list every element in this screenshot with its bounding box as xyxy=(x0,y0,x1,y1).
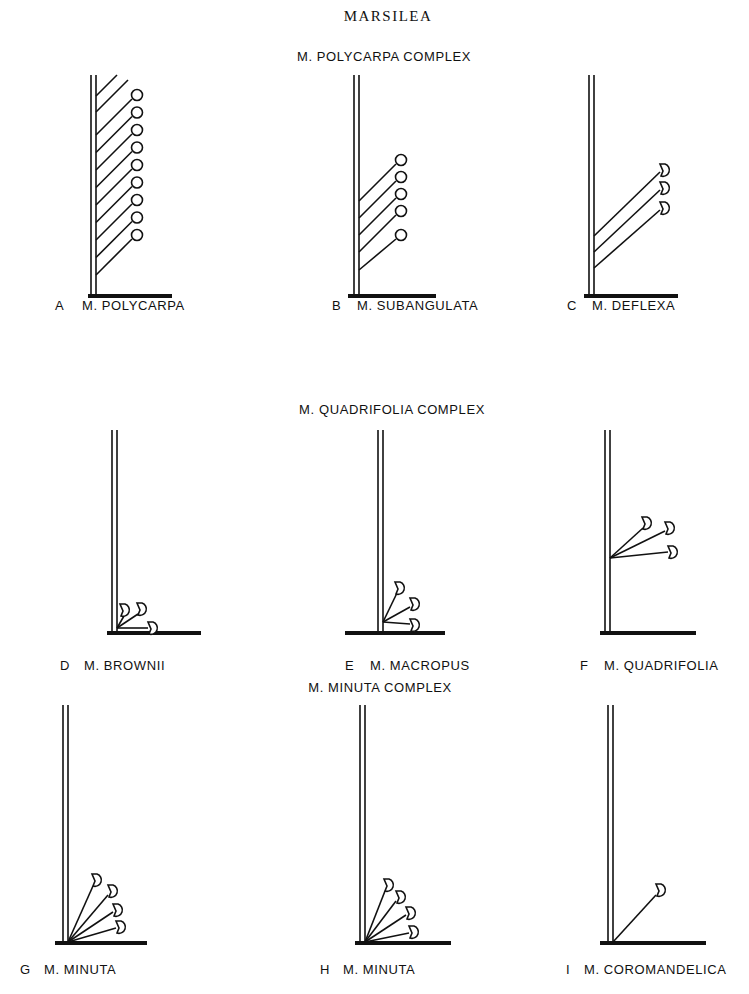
species-name: M. DEFLEXA xyxy=(592,298,675,314)
panel-letter: E xyxy=(345,658,354,674)
panel-letter: A xyxy=(55,298,64,314)
plant-a xyxy=(88,75,172,298)
species-name: M. MINUTA xyxy=(343,962,415,978)
plant-c xyxy=(584,75,678,298)
plant-h xyxy=(355,705,451,945)
plant-b xyxy=(348,75,436,298)
species-name: M. POLYCARPA xyxy=(82,298,185,314)
species-name: M. MINUTA xyxy=(44,962,116,978)
panel-letter: I xyxy=(566,962,570,978)
plant-g xyxy=(55,705,147,945)
species-name: M. SUBANGULATA xyxy=(357,298,478,314)
species-name: M. COROMANDELICA xyxy=(584,962,727,978)
species-name: M. BROWNII xyxy=(84,658,165,674)
panel-letter: D xyxy=(60,658,70,674)
title: MARSILEA xyxy=(344,8,433,25)
plant-i xyxy=(600,705,706,945)
plant-e xyxy=(345,430,445,635)
group-heading: M. QUADRIFOLIA COMPLEX xyxy=(299,402,485,418)
panel-letter: F xyxy=(580,658,589,674)
species-name: M. QUADRIFOLIA xyxy=(604,658,719,674)
species-name: M. MACROPUS xyxy=(370,658,470,674)
plant-f xyxy=(600,430,696,635)
panel-letter: G xyxy=(20,962,31,978)
panel-letter: H xyxy=(320,962,330,978)
panel-letter: B xyxy=(332,298,341,314)
panel-letter: C xyxy=(567,298,577,314)
group-heading: M. MINUTA COMPLEX xyxy=(308,680,452,696)
group-heading: M. POLYCARPA COMPLEX xyxy=(297,49,471,65)
plant-d xyxy=(107,430,201,635)
